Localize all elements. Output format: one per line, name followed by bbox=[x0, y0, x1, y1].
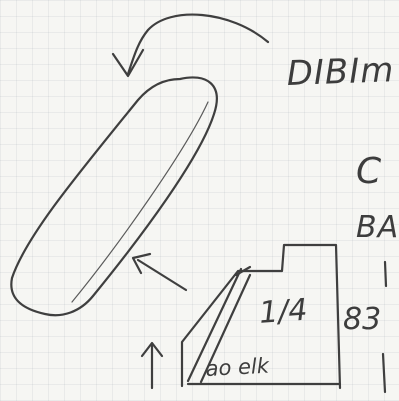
right-tick-lower bbox=[381, 352, 387, 394]
capsule-inner-line bbox=[71, 101, 209, 303]
capsule-outline bbox=[10, 76, 218, 317]
handwritten-ba: BA bbox=[356, 210, 399, 245]
handwritten-side-number: 83 bbox=[343, 302, 382, 337]
stepped-profile-outline bbox=[180, 243, 342, 390]
slanted-strip-left bbox=[186, 267, 243, 383]
handwritten-bottom-label: ao elk bbox=[205, 353, 270, 381]
up-arrow-head bbox=[140, 341, 164, 358]
handwritten-c: C bbox=[356, 151, 382, 192]
handwritten-code: DIBIm bbox=[286, 50, 396, 94]
slanted-strip-right bbox=[199, 273, 252, 384]
right-tick-upper bbox=[383, 260, 388, 288]
curved-arrow-icon bbox=[126, 13, 270, 76]
curved-arrow-head bbox=[111, 48, 145, 78]
diagonal-arrow-icon bbox=[136, 258, 188, 292]
diagonal-arrow-head bbox=[131, 252, 152, 275]
handwritten-fraction: 1/4 bbox=[258, 292, 309, 331]
slanted-strip-cap bbox=[234, 265, 252, 277]
